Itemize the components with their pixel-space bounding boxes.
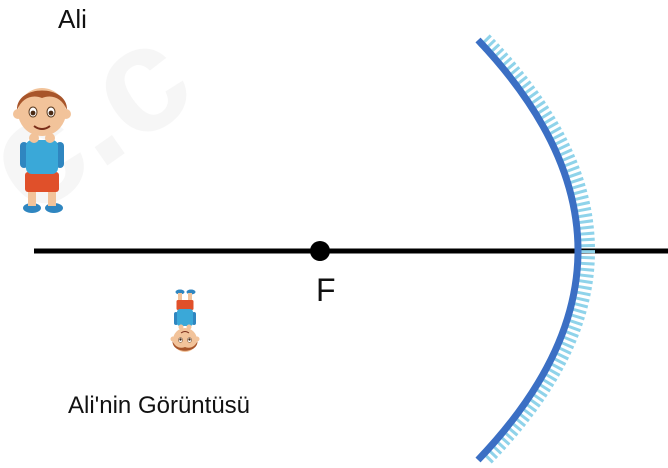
image-label: Ali'nin Görüntüsü — [68, 392, 251, 419]
focal-point-dot — [310, 241, 330, 261]
object-label: Ali — [58, 4, 87, 34]
mirror-back-hatching — [478, 34, 595, 466]
focal-point-label: F — [316, 272, 336, 308]
concave-mirror-icon — [475, 37, 582, 463]
inverted-boy-figure-icon — [170, 289, 200, 353]
